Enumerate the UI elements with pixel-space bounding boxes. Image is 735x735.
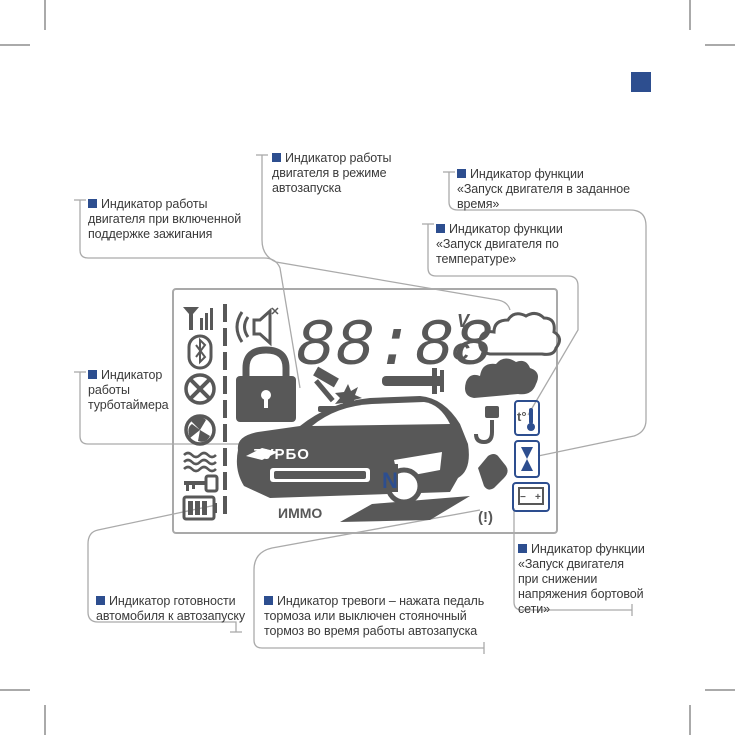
leader-lines xyxy=(74,154,647,654)
hook-icon xyxy=(474,406,499,445)
ready-icon xyxy=(182,495,217,521)
label-alarm: Индикатор тревоги – нажата педаль тормоз… xyxy=(264,594,485,638)
divider-dashes xyxy=(223,304,227,514)
turbo-label: ТУРБО xyxy=(254,446,310,463)
key-icon xyxy=(184,474,219,493)
battery-icon xyxy=(512,482,550,512)
immo-label: ИММО xyxy=(278,505,322,521)
label-turbo-timer: Индикатор работы турботаймера xyxy=(88,368,169,412)
bullet-square xyxy=(96,596,105,605)
celsius-unit: C xyxy=(452,339,470,366)
turbo-fan-icon xyxy=(184,414,216,446)
bullet-square xyxy=(264,596,273,605)
hand-icon xyxy=(478,454,508,490)
speaker-icon xyxy=(235,307,279,347)
bluetooth-icon xyxy=(187,334,213,370)
bullet-square xyxy=(518,544,527,553)
bullet-square xyxy=(436,224,445,233)
label-voltage-start: Индикатор функции «Запуск двигателя при … xyxy=(518,542,645,616)
battery-minus: − xyxy=(520,492,526,503)
label-autostart: Индикатор работы двигателя в режиме авто… xyxy=(272,151,392,195)
alarm-indicator: (!) xyxy=(478,509,493,526)
volt-unit: V xyxy=(457,311,471,331)
road-icon xyxy=(340,496,470,522)
cloud-icon xyxy=(465,311,561,398)
label-ignition-support: Индикатор работы двигателя при включенно… xyxy=(88,197,242,241)
battery-plus: + xyxy=(535,492,541,503)
lock-icon xyxy=(236,346,296,422)
gear-box xyxy=(379,464,398,492)
gear-indicator: N xyxy=(382,468,398,493)
lcd-frame xyxy=(172,288,558,534)
thermo-start-icon xyxy=(514,400,540,436)
bullet-square xyxy=(88,199,97,208)
bullet-square xyxy=(88,370,97,379)
bullet-square xyxy=(457,169,466,178)
digit-display: 88:88 xyxy=(295,309,493,384)
thermo-label: t° xyxy=(517,409,527,424)
label-temp-start: Индикатор функции «Запуск двигателя по т… xyxy=(436,222,563,266)
heater-icon xyxy=(183,451,217,473)
service-off-icon xyxy=(184,373,216,405)
hammer-icon xyxy=(313,366,362,411)
hourglass-icon xyxy=(514,440,540,478)
bullet-square xyxy=(272,153,281,162)
label-timer-start: Индикатор функции «Запуск двигателя в за… xyxy=(457,167,631,211)
corner-marker xyxy=(631,72,651,92)
signal-icon xyxy=(183,307,213,330)
label-ready: Индикатор готовности автомобиля к автоза… xyxy=(96,594,246,623)
pipe-icon xyxy=(382,368,444,394)
